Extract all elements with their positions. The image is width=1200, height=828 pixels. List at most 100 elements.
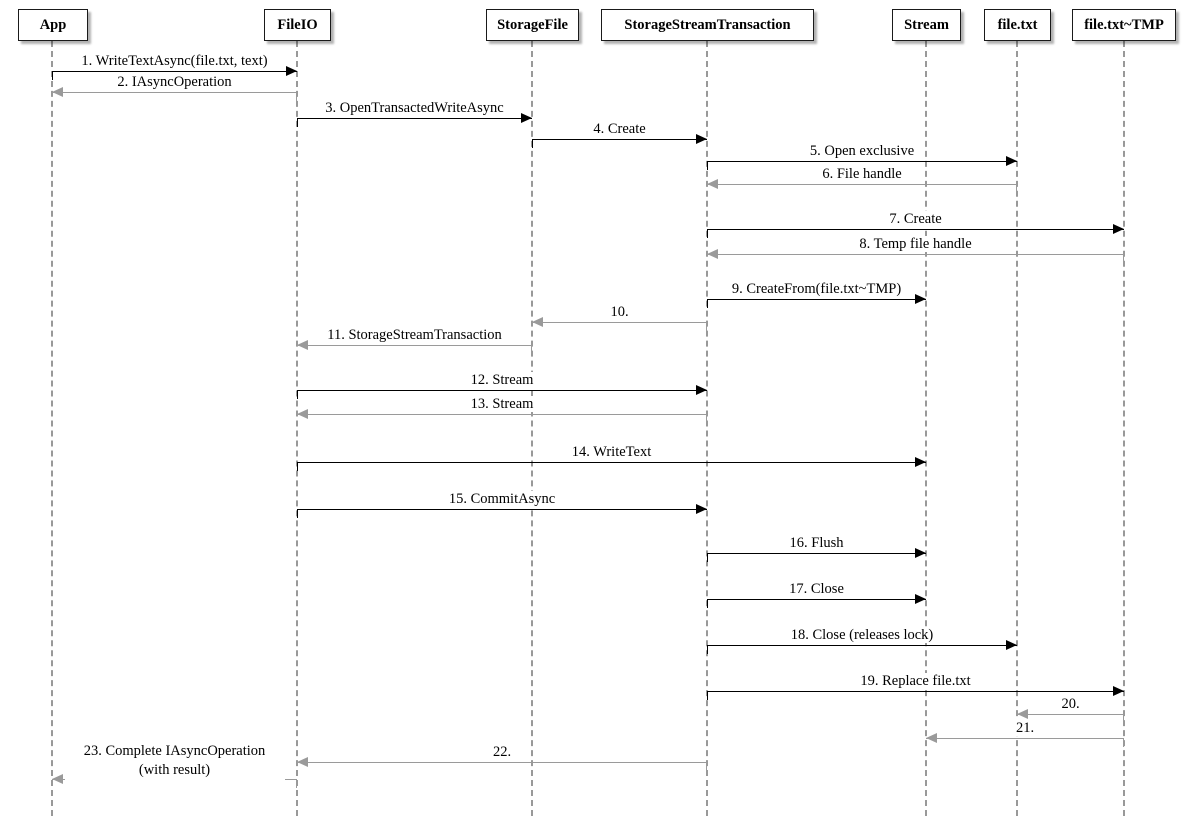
arrowhead-icon	[532, 317, 543, 327]
message-line	[707, 553, 926, 554]
message-origin-stub	[707, 299, 708, 308]
message-label-20: 20.	[1056, 696, 1085, 712]
message-origin-stub	[1122, 738, 1124, 747]
message-origin-stub	[705, 762, 707, 771]
message-line	[707, 184, 1017, 185]
message-origin-stub	[295, 779, 297, 788]
message-label-10: 10.	[605, 304, 634, 320]
message-line	[707, 299, 926, 300]
message-line	[52, 71, 297, 72]
message-label-4: 4. Create	[588, 121, 651, 137]
message-line	[707, 254, 1124, 255]
message-line	[297, 414, 707, 415]
message-label-15: 15. CommitAsync	[443, 491, 561, 507]
message-label-23: 23. Complete IAsyncOperation(with result…	[64, 742, 285, 780]
arrowhead-icon	[1017, 709, 1028, 719]
message-origin-stub	[705, 414, 707, 423]
message-origin-stub	[1015, 184, 1017, 193]
message-label-13: 13. Stream	[465, 396, 539, 412]
arrowhead-icon	[707, 179, 718, 189]
lifeline-sfile	[531, 41, 533, 816]
message-label-6: 6. File handle	[817, 166, 907, 182]
participant-file[interactable]: file.txt	[984, 9, 1051, 41]
message-line	[532, 322, 707, 323]
message-label-21: 21.	[1010, 720, 1040, 736]
arrowhead-icon	[1113, 224, 1124, 234]
message-origin-stub	[530, 345, 532, 354]
message-line	[1017, 714, 1124, 715]
arrowhead-icon	[915, 594, 926, 604]
lifeline-sst	[706, 41, 708, 816]
message-origin-stub	[1122, 714, 1124, 723]
message-label-1: 1. WriteTextAsync(file.txt, text)	[76, 53, 273, 69]
message-label-19: 19. Replace file.txt	[855, 673, 976, 689]
message-line	[707, 161, 1017, 162]
message-line	[297, 118, 532, 119]
arrowhead-icon	[52, 774, 63, 784]
arrowhead-icon	[926, 733, 937, 743]
message-label-9: 9. CreateFrom(file.txt~TMP)	[726, 281, 907, 297]
message-line	[297, 462, 926, 463]
message-label-16: 16. Flush	[784, 535, 849, 551]
message-label-2: 2. IAsyncOperation	[112, 74, 237, 90]
lifeline-tmp	[1123, 41, 1125, 816]
participant-fileio[interactable]: FileIO	[264, 9, 331, 41]
arrowhead-icon	[696, 385, 707, 395]
message-line	[707, 599, 926, 600]
message-line	[707, 645, 1017, 646]
arrowhead-icon	[521, 113, 532, 123]
arrowhead-icon	[1006, 640, 1017, 650]
lifeline-fileio	[296, 41, 298, 816]
message-label-22: 22.	[487, 744, 517, 760]
message-line	[297, 390, 707, 391]
message-label-17: 17. Close	[784, 581, 849, 597]
message-origin-stub	[707, 229, 708, 238]
message-origin-stub	[707, 553, 708, 562]
arrowhead-icon	[696, 504, 707, 514]
arrowhead-icon	[1113, 686, 1124, 696]
message-label-18: 18. Close (releases lock)	[785, 627, 939, 643]
message-label-7: 7. Create	[884, 211, 947, 227]
arrowhead-icon	[696, 134, 707, 144]
message-origin-stub	[532, 139, 533, 148]
message-line	[297, 762, 707, 763]
arrowhead-icon	[297, 340, 308, 350]
message-line	[52, 92, 297, 93]
message-line	[532, 139, 707, 140]
message-label-5: 5. Open exclusive	[804, 143, 920, 159]
message-line	[707, 229, 1124, 230]
message-origin-stub	[707, 161, 708, 170]
message-origin-stub	[297, 509, 298, 518]
arrowhead-icon	[915, 548, 926, 558]
message-origin-stub	[52, 71, 53, 80]
arrowhead-icon	[915, 294, 926, 304]
message-line	[926, 738, 1124, 739]
message-label-11: 11. StorageStreamTransaction	[322, 327, 507, 343]
participant-tmp[interactable]: file.txt~TMP	[1072, 9, 1176, 41]
message-origin-stub	[705, 322, 707, 331]
message-label-3: 3. OpenTransactedWriteAsync	[320, 100, 509, 116]
message-origin-stub	[1122, 254, 1124, 263]
message-origin-stub	[297, 462, 298, 471]
lifeline-file	[1016, 41, 1018, 816]
message-line	[707, 691, 1124, 692]
arrowhead-icon	[297, 757, 308, 767]
participant-sst[interactable]: StorageStreamTransaction	[601, 9, 814, 41]
message-origin-stub	[297, 118, 298, 127]
message-origin-stub	[707, 645, 708, 654]
participant-app[interactable]: App	[18, 9, 88, 41]
message-line	[297, 345, 532, 346]
lifeline-stream	[925, 41, 927, 816]
message-origin-stub	[707, 599, 708, 608]
participant-stream[interactable]: Stream	[892, 9, 961, 41]
message-origin-stub	[295, 92, 297, 101]
message-label-12: 12. Stream	[465, 372, 539, 388]
participant-sfile[interactable]: StorageFile	[486, 9, 579, 41]
message-origin-stub	[297, 390, 298, 399]
lifeline-app	[51, 41, 53, 816]
arrowhead-icon	[297, 409, 308, 419]
arrowhead-icon	[52, 87, 63, 97]
message-line	[297, 509, 707, 510]
arrowhead-icon	[707, 249, 718, 259]
